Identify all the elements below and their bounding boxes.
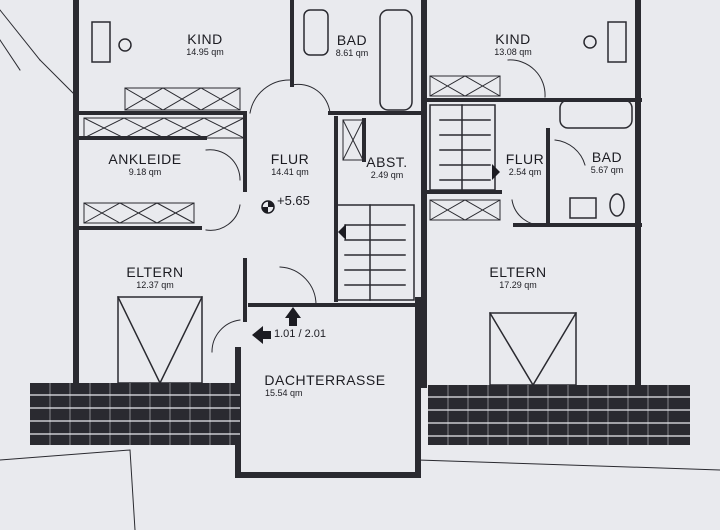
room-dachterrasse: DACHTERRASSE 15.54 qm bbox=[255, 372, 395, 399]
room-flur-right: FLUR 2.54 qm bbox=[500, 151, 550, 178]
room-kind-left: KIND 14.95 qm bbox=[170, 31, 240, 58]
staircase-right bbox=[429, 104, 496, 191]
staircase-left bbox=[335, 204, 415, 301]
roof-eave-lines bbox=[0, 449, 720, 530]
bed-left bbox=[116, 295, 204, 385]
room-area: 2.49 qm bbox=[370, 170, 404, 180]
room-name: ANKLEIDE bbox=[108, 151, 182, 167]
room-name: FLUR bbox=[505, 151, 545, 167]
room-area: 17.29 qm bbox=[499, 280, 537, 290]
room-name: ELTERN bbox=[489, 264, 547, 280]
room-area: 2.54 qm bbox=[508, 167, 542, 177]
wardrobe-hatch bbox=[83, 75, 501, 224]
room-area: 14.41 qm bbox=[271, 167, 309, 177]
roof-tiles-left bbox=[30, 383, 240, 445]
room-name: BAD bbox=[591, 149, 623, 165]
room-kind-right: KIND 13.08 qm bbox=[478, 31, 548, 58]
room-name: KIND bbox=[495, 31, 531, 47]
room-eltern-right: ELTERN 17.29 qm bbox=[478, 264, 558, 291]
room-area: 14.95 qm bbox=[186, 47, 224, 57]
level-marker-icon bbox=[261, 200, 275, 214]
door-swings bbox=[205, 59, 586, 353]
roof-tiles-right bbox=[428, 385, 690, 445]
room-name: ELTERN bbox=[126, 264, 184, 280]
room-name: FLUR bbox=[270, 151, 310, 167]
room-area: 15.54 qm bbox=[265, 388, 303, 398]
outer-walls bbox=[73, 0, 641, 478]
toilet-right bbox=[569, 193, 625, 219]
room-flur-left: FLUR 14.41 qm bbox=[260, 151, 320, 178]
room-name: KIND bbox=[187, 31, 223, 47]
bathtub-left bbox=[379, 9, 413, 111]
room-bad-right: BAD 5.67 qm bbox=[582, 149, 632, 176]
level-marker-label: +5.65 bbox=[277, 193, 310, 208]
roof-outline bbox=[0, 9, 76, 96]
room-area: 5.67 qm bbox=[590, 165, 624, 175]
room-area: 8.61 qm bbox=[335, 48, 369, 58]
room-area: 9.18 qm bbox=[128, 167, 162, 177]
room-name: BAD bbox=[336, 32, 368, 48]
unit-label: 1.01 / 2.01 bbox=[274, 328, 326, 340]
room-eltern-left: ELTERN 12.37 qm bbox=[115, 264, 195, 291]
room-bad-left: BAD 8.61 qm bbox=[327, 32, 377, 59]
room-name: DACHTERRASSE bbox=[264, 372, 386, 388]
room-area: 12.37 qm bbox=[136, 280, 174, 290]
room-abst: ABST. 2.49 qm bbox=[362, 154, 412, 181]
room-name: ABST. bbox=[366, 154, 408, 170]
room-area: 13.08 qm bbox=[494, 47, 532, 57]
wash-basin bbox=[91, 9, 627, 63]
bed-right bbox=[488, 311, 578, 387]
room-ankleide: ANKLEIDE 9.18 qm bbox=[95, 151, 195, 178]
bathtub-right bbox=[559, 99, 633, 129]
entrance-arrow-icon bbox=[252, 164, 500, 344]
